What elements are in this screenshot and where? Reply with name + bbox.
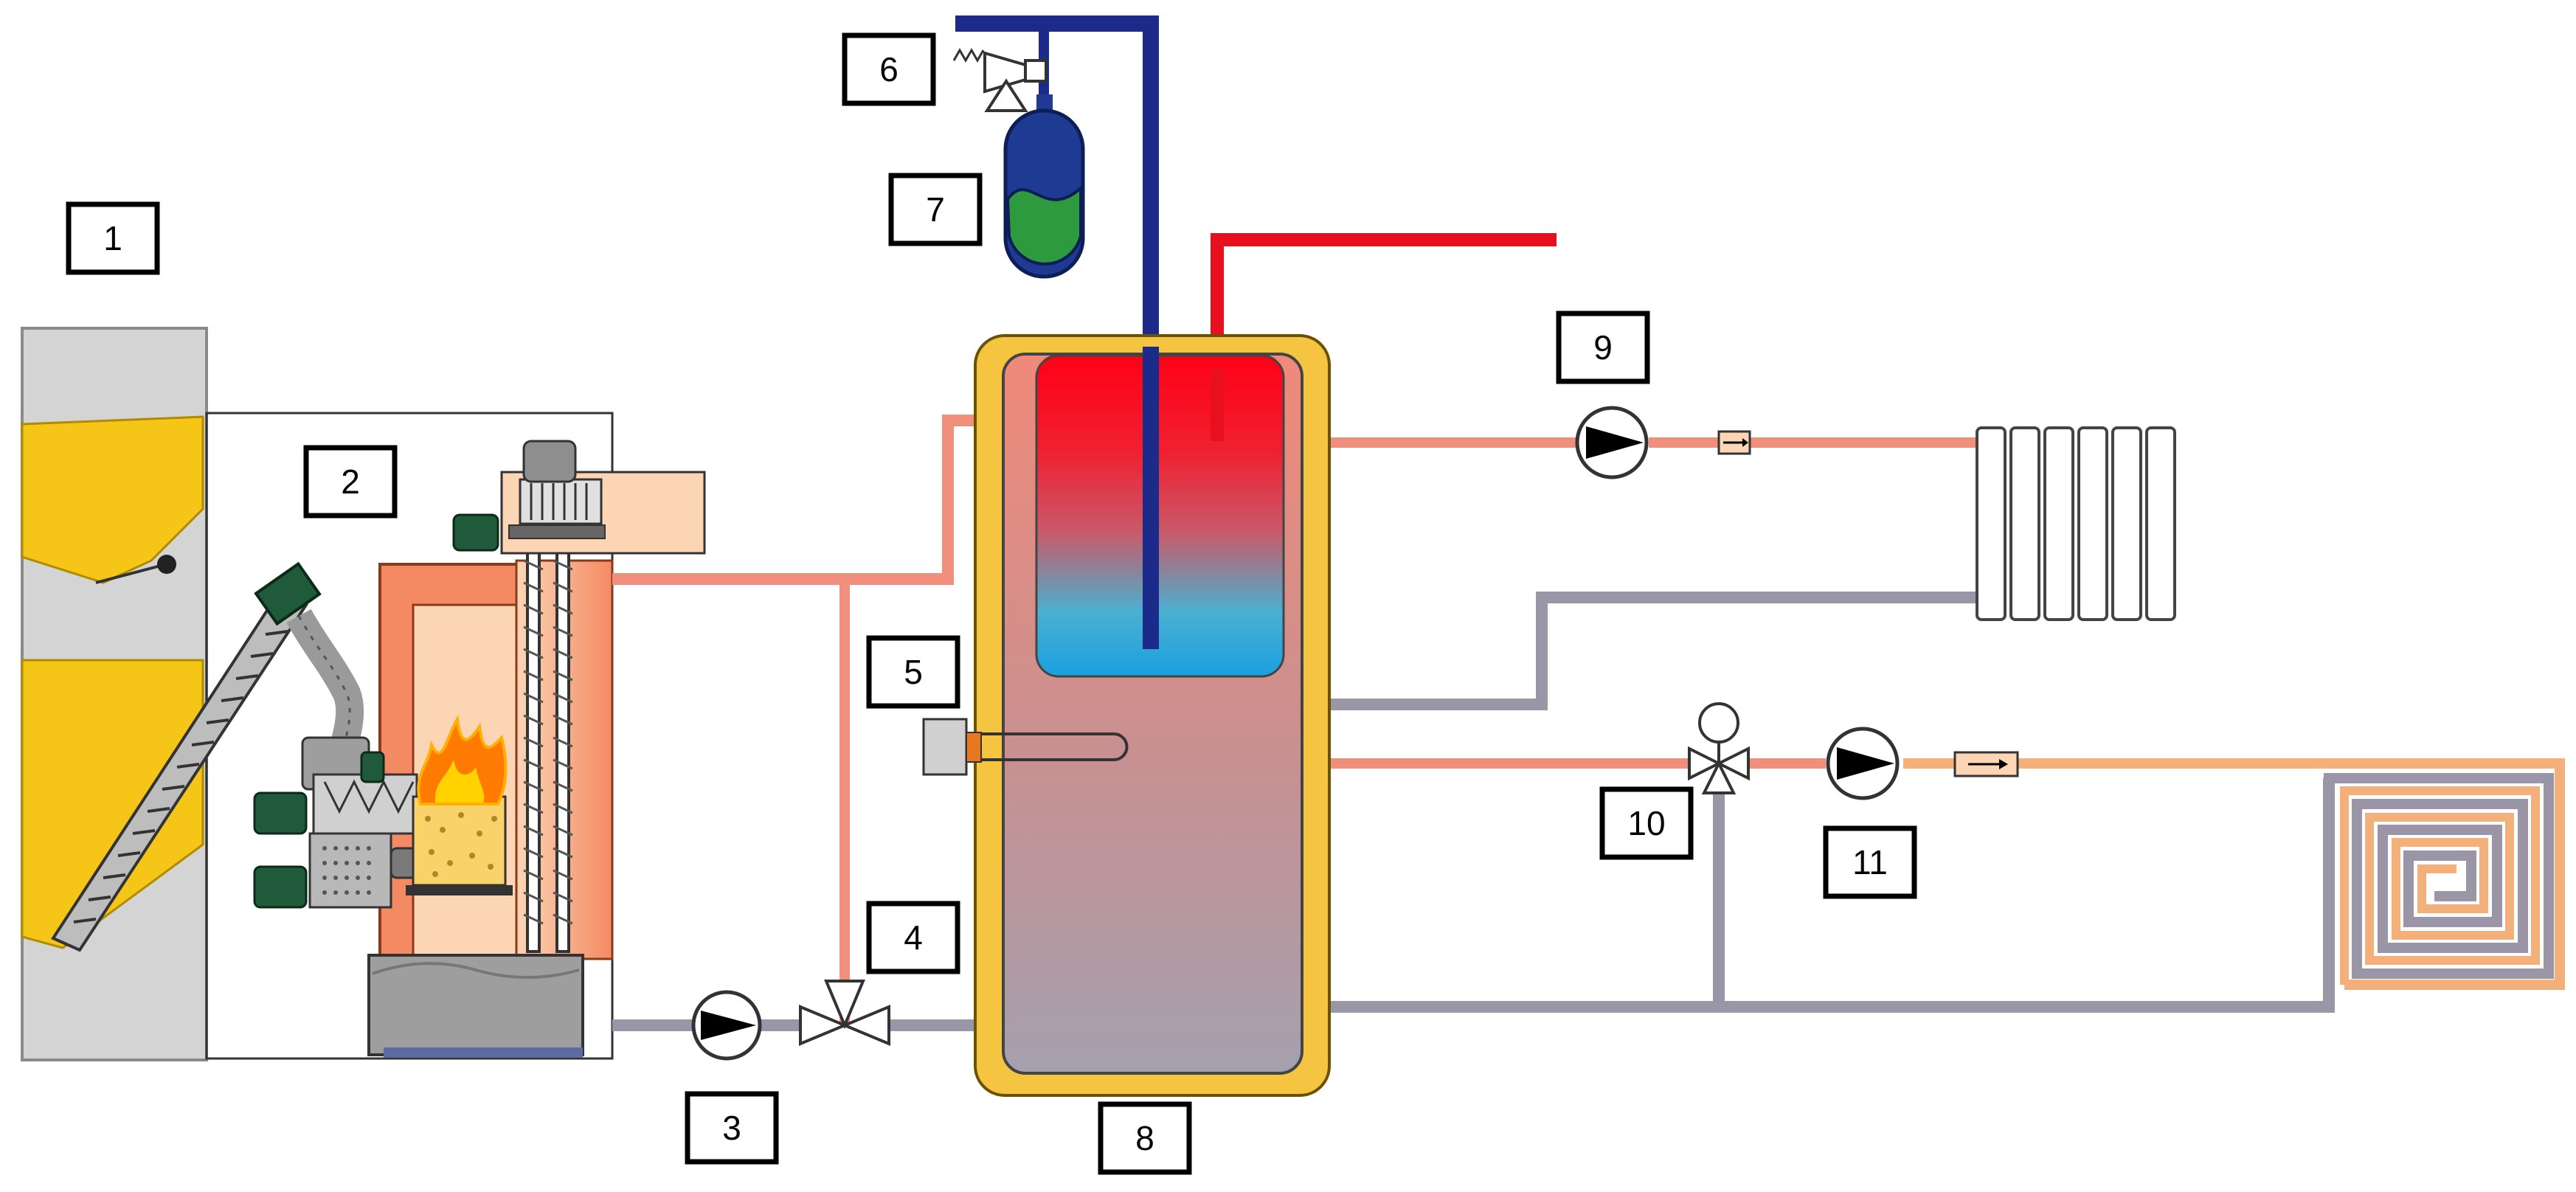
expansion-vessel	[1003, 94, 1085, 279]
floor-flow-meter	[1953, 751, 2019, 777]
fan-motor-icon	[253, 865, 308, 909]
label-box	[842, 32, 936, 106]
cleaning-motor-icon	[522, 440, 577, 483]
radiator-flow-meter	[1717, 430, 1751, 455]
label-safety-valve: 6	[842, 32, 936, 106]
label-number: 6	[879, 50, 899, 89]
pipe-network	[612, 15, 2565, 1031]
label-pellet-silo: 1	[66, 201, 160, 275]
silo-shutter-icon	[157, 555, 176, 574]
label-electric-heater: 5	[866, 635, 960, 709]
label-number: 2	[341, 462, 360, 501]
actuator-icon	[1698, 702, 1739, 744]
boiler-circulation-pump	[691, 990, 762, 1061]
label-boiler-circulation-pump: 3	[685, 1091, 779, 1165]
label-box	[66, 201, 160, 275]
label-box	[866, 901, 960, 974]
label-number: 4	[904, 918, 923, 957]
label-number: 10	[1627, 804, 1665, 842]
burner-motor-icon	[253, 791, 308, 835]
pump-arrow-icon	[1837, 747, 1894, 780]
safety-valve	[952, 47, 1048, 112]
label-mixing-valve: 10	[1599, 786, 1694, 860]
radiator-pump	[1575, 406, 1649, 479]
label-expansion-vessel: 7	[888, 173, 983, 246]
hot-water-coil	[1035, 354, 1285, 678]
mixing-valve	[1688, 702, 1750, 794]
floor-heating-coil	[2324, 773, 2554, 987]
auger-motor-icon	[254, 561, 322, 626]
radiator	[1976, 426, 2176, 621]
label-radiator-pump: 9	[1556, 311, 1650, 384]
three-way-valve	[799, 980, 890, 1046]
label-box	[1098, 1101, 1192, 1175]
floor-heating-pump	[1826, 727, 1900, 800]
component-labels: 1 2 3 4 5 6 7 8 9 10 11	[66, 32, 1917, 1175]
label-three-way-valve: 4	[866, 901, 960, 974]
label-number: 7	[926, 190, 945, 229]
label-number: 8	[1135, 1119, 1154, 1157]
label-box	[1823, 825, 1917, 899]
pellet-silo	[21, 327, 208, 1061]
label-box	[303, 445, 398, 519]
electric-heater	[922, 718, 1129, 776]
label-box	[866, 635, 960, 709]
label-box	[1599, 786, 1694, 860]
label-box	[1556, 311, 1650, 384]
label-buffer-tank: 8	[1098, 1101, 1192, 1175]
label-number: 5	[904, 653, 923, 691]
label-floor-heating-pump: 11	[1823, 825, 1917, 899]
label-number: 9	[1593, 328, 1613, 367]
pump-arrow-icon	[701, 1011, 756, 1040]
label-number: 3	[722, 1109, 741, 1147]
label-number: 1	[103, 219, 122, 257]
label-pellet-boiler: 2	[303, 445, 398, 519]
label-number: 11	[1852, 843, 1888, 881]
buffer-tank	[974, 334, 1331, 1097]
pellet-boiler	[253, 440, 706, 1058]
pump-arrow-icon	[1586, 426, 1644, 459]
label-box	[685, 1091, 779, 1165]
label-box	[888, 173, 983, 246]
